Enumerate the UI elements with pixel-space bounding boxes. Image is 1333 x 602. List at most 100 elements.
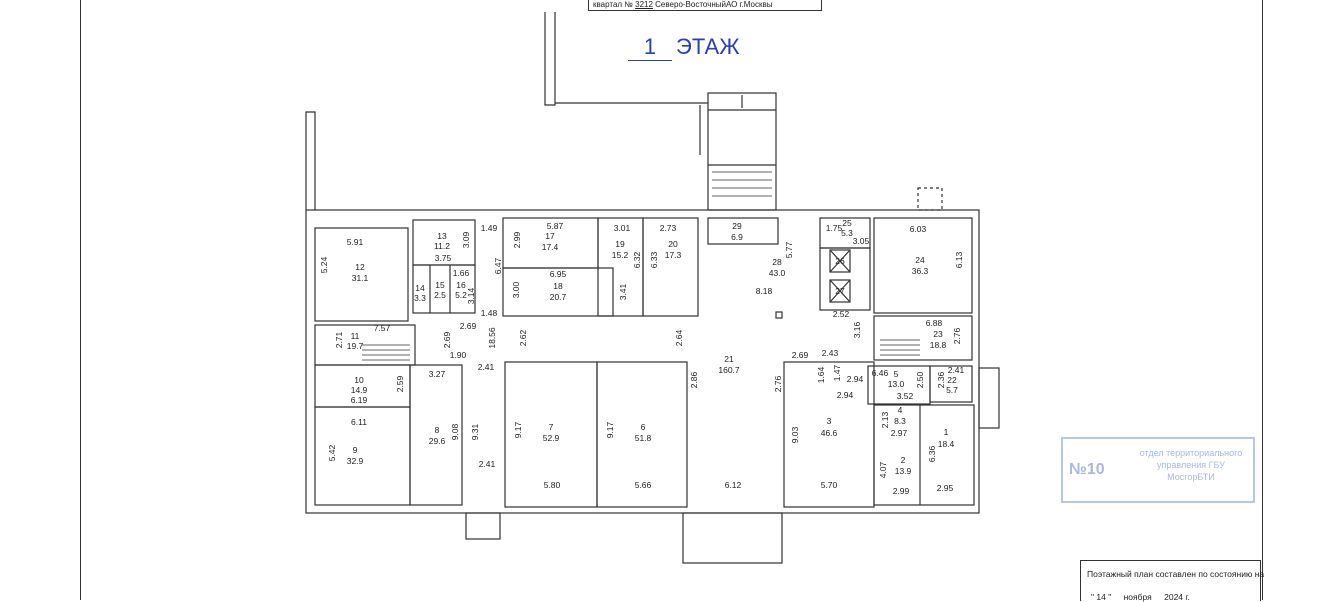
room-number: 1 <box>944 427 949 437</box>
room-area: 14.9 <box>351 385 368 395</box>
dimension-label: 2.43 <box>822 348 839 358</box>
room-area: 19.7 <box>347 341 364 351</box>
room-number: 11 <box>351 331 360 341</box>
dimension-label: 1.49 <box>481 223 498 233</box>
district: Северо-Восточный <box>655 0 726 9</box>
room-number: 22 <box>947 375 957 385</box>
dimension-label: 8.18 <box>756 286 773 296</box>
room-area: 8.3 <box>894 416 906 426</box>
room-number: 15 <box>435 280 445 290</box>
room-number: 20 <box>668 239 678 249</box>
room-number: 7 <box>549 422 554 432</box>
room-area: 17.4 <box>542 242 559 252</box>
room-6 <box>596 361 688 508</box>
dimension-label: 1.66 <box>453 268 470 278</box>
room-number: 2 <box>901 455 906 465</box>
dimension-label: 3.27 <box>429 369 446 379</box>
dimension-label: 1.90 <box>450 350 467 360</box>
dimension-label: 5.77 <box>784 241 794 258</box>
dimension-label: 5.80 <box>544 480 561 490</box>
dimension-label: 6.03 <box>910 224 927 234</box>
room-24 <box>873 217 973 314</box>
dimension-label: 6.19 <box>351 395 368 405</box>
room-number: 12 <box>355 262 365 272</box>
city: АО г.Москвы <box>726 0 773 9</box>
dimension-label: 3.16 <box>852 321 862 338</box>
room-number: 9 <box>353 445 358 455</box>
dimension-label: 3.52 <box>897 391 914 401</box>
outer-wall <box>305 209 980 514</box>
room-area: 31.1 <box>352 273 369 283</box>
dimension-label: 2.36 <box>936 371 946 388</box>
dimension-label: 1.75 <box>826 223 843 233</box>
sheet-left-border <box>80 0 81 600</box>
plan-date-note: Поэтажный план составлен по состоянию на… <box>1080 560 1265 602</box>
dimension-label: 2.41 <box>948 365 965 375</box>
left-porch <box>465 512 501 540</box>
dimension-label: 6.88 <box>926 318 943 328</box>
room-area: 11.2 <box>434 241 450 251</box>
room-number: 16 <box>456 280 466 290</box>
room-area: 15.2 <box>612 250 629 260</box>
floor-number: 1 <box>628 34 672 61</box>
room-number: 13 <box>437 231 447 241</box>
room-area: 17.3 <box>665 250 682 260</box>
note-line: Поэтажный план составлен по состоянию на <box>1087 569 1265 579</box>
room-number: 28 <box>772 257 782 267</box>
room-number: 3 <box>827 416 832 426</box>
elevator-number: 26 <box>835 256 845 266</box>
dimension-label: 18.56 <box>487 327 497 349</box>
dimension-label: 2.41 <box>479 459 496 469</box>
room-area: 13.0 <box>888 379 905 389</box>
room-number: 29 <box>732 221 742 231</box>
dimension-label: 9.08 <box>450 423 460 440</box>
dimension-label: 3.01 <box>614 223 631 233</box>
room-area: 43.0 <box>769 268 786 278</box>
room-area: 160.7 <box>718 365 740 375</box>
room-area: 20.7 <box>550 292 567 302</box>
floor-label: ЭТАЖ <box>676 34 740 59</box>
dimension-label: 1.47 <box>832 364 842 381</box>
dimension-label: 2.76 <box>952 327 962 344</box>
dimension-label: 6.36 <box>927 445 937 462</box>
dimension-label: 2.76 <box>773 375 783 392</box>
room-number: 25 <box>842 218 852 228</box>
dimension-label: 4.07 <box>878 461 888 478</box>
room-area: 32.9 <box>347 456 364 466</box>
room-number: 19 <box>615 239 625 249</box>
dimension-label: 2.41 <box>478 362 495 372</box>
dimension-label: 2.86 <box>689 371 699 388</box>
dimension-label: 2.99 <box>512 231 522 248</box>
room-area: 2.5 <box>434 290 446 300</box>
dimension-label: 5.87 <box>547 221 564 231</box>
elevator-27 <box>829 279 851 303</box>
dimension-label: 3.14 <box>466 287 476 304</box>
dimension-label: 3.41 <box>618 283 628 300</box>
dimension-label: 1.48 <box>481 308 498 318</box>
dimension-label: 5.66 <box>635 480 652 490</box>
dimension-label: 2.69 <box>460 321 477 331</box>
dimension-label: 2.94 <box>837 390 854 400</box>
dimension-label: 6.13 <box>954 251 964 268</box>
room-12 <box>314 227 409 322</box>
note-month: ноября <box>1123 592 1152 602</box>
room-area: 51.8 <box>635 433 652 443</box>
dimension-label: 2.62 <box>518 329 528 346</box>
dimension-label: 6.46 <box>872 368 889 378</box>
dimension-label: 2.73 <box>660 223 677 233</box>
dimension-label: 1.64 <box>816 366 826 383</box>
room-area: 46.6 <box>821 428 838 438</box>
room-number: 21 <box>724 354 734 364</box>
bottom-porch <box>682 512 783 564</box>
dimension-label: 5.42 <box>327 444 337 461</box>
dimension-label: 6.12 <box>725 480 742 490</box>
room-number: 24 <box>915 255 925 265</box>
dimension-label: 3.05 <box>853 236 870 246</box>
room-number: 5 <box>894 369 899 379</box>
room-number: 17 <box>545 231 555 241</box>
room-number: 6 <box>641 422 646 432</box>
room-area: 36.3 <box>912 266 929 276</box>
dimension-label: 6.47 <box>493 257 503 274</box>
dimension-label: 2.69 <box>442 331 452 348</box>
